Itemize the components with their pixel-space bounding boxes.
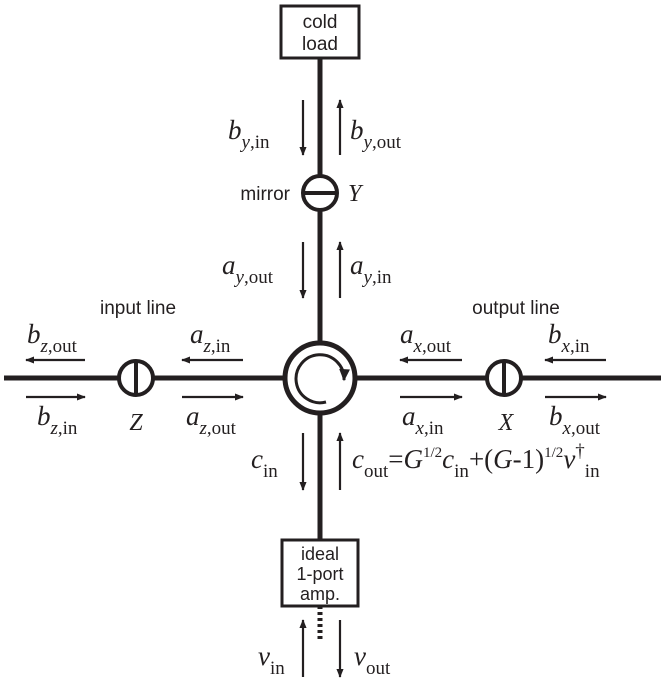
label-a-z-in: az,in xyxy=(190,319,231,357)
mirror-port-icon xyxy=(301,174,339,212)
cold-load-label-2: load xyxy=(302,34,338,55)
label-b-x-out: bx,out xyxy=(549,401,601,439)
label-a-x-out: ax,out xyxy=(400,319,452,357)
circulator-icon xyxy=(282,340,358,416)
label-a-y-out: ay,out xyxy=(222,250,274,288)
label-b-z-out: bz,out xyxy=(27,319,78,357)
cold-load-label-1: cold xyxy=(303,12,338,33)
label-b-z-in: bz,in xyxy=(37,401,78,439)
port-y-label: Y xyxy=(348,181,364,207)
amp-label-1: ideal xyxy=(301,544,339,564)
label-a-x-in: ax,in xyxy=(402,401,444,439)
output-line-label: output line xyxy=(472,298,560,319)
label-v-in: vin xyxy=(258,641,285,679)
amp-label-2: 1-port xyxy=(296,564,343,584)
label-c-out-equation: cout=G1/2cin+(G-1)1/2v†in xyxy=(352,441,600,482)
amp-label-3: amp. xyxy=(300,584,340,604)
label-v-out: vout xyxy=(354,641,391,679)
label-b-y-in: by,in xyxy=(228,115,270,153)
amplifier-box: ideal 1-port amp. xyxy=(280,538,360,608)
cold-load-box: cold load xyxy=(279,4,361,60)
label-b-x-in: bx,in xyxy=(548,319,590,357)
mirror-label: mirror xyxy=(240,184,290,205)
port-x-label: X xyxy=(498,410,515,436)
label-a-y-in: ay,in xyxy=(350,250,392,288)
label-c-in: cin xyxy=(251,444,278,482)
port-z-label: Z xyxy=(129,410,143,436)
port-x-icon xyxy=(485,359,523,397)
input-line-label: input line xyxy=(100,298,176,319)
port-z-icon xyxy=(117,359,155,397)
label-b-y-out: by,out xyxy=(350,115,402,153)
label-a-z-out: az,out xyxy=(186,401,237,439)
